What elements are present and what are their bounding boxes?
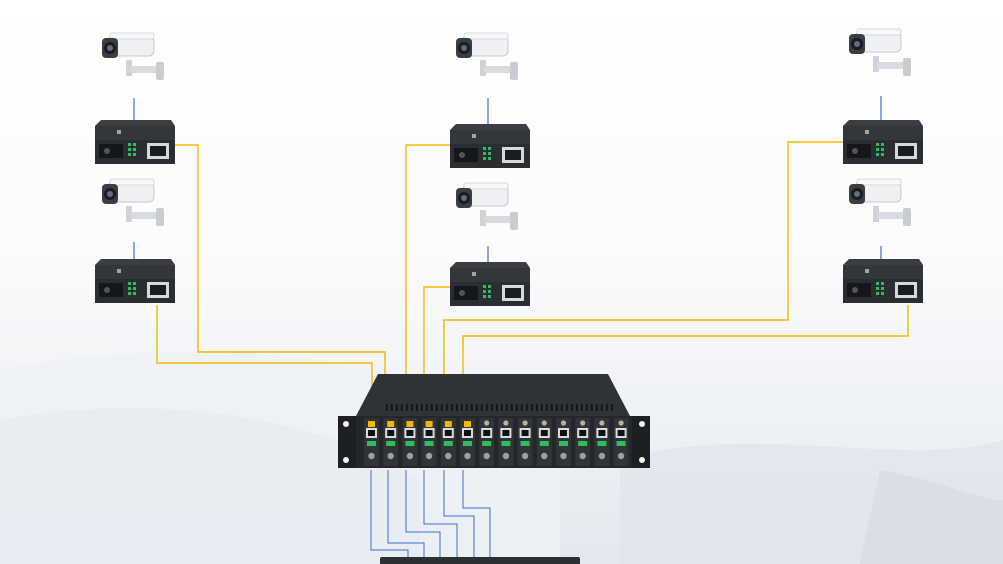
fiber-link-3	[405, 144, 451, 425]
ethernet-uplinks	[370, 470, 491, 564]
converter-4	[95, 259, 175, 303]
media-converter-icon	[450, 124, 530, 168]
media-converter-icon	[843, 259, 923, 303]
network-switch	[380, 557, 580, 564]
converter-5	[450, 262, 530, 306]
cctv-camera-icon	[456, 32, 518, 80]
media-converter-icon	[843, 120, 923, 164]
converter-6	[843, 259, 923, 303]
camera-6	[847, 176, 917, 228]
chassis-slot	[575, 418, 591, 466]
camera-5	[454, 180, 524, 232]
converter-1	[95, 120, 175, 164]
media-converter-icon	[95, 259, 175, 303]
chassis-slot	[421, 418, 437, 466]
rack-media-converter-chassis	[338, 374, 650, 469]
chassis-slot	[556, 418, 571, 466]
media-converter-icon	[95, 120, 175, 164]
chassis-slot	[383, 418, 399, 466]
converter-3	[843, 120, 923, 164]
media-converter-icon	[450, 262, 530, 306]
camera-4	[100, 176, 170, 228]
chassis-slot	[440, 418, 456, 466]
camera-drop-links	[133, 96, 882, 262]
chassis-slot	[613, 418, 629, 466]
cctv-camera-icon	[456, 182, 518, 230]
chassis-slot	[402, 418, 418, 466]
camera-2	[454, 30, 524, 82]
fiber-link-5	[443, 141, 843, 425]
chassis-slot	[364, 418, 379, 466]
camera-1	[100, 30, 170, 82]
chassis-slot	[594, 418, 610, 466]
cctv-camera-icon	[849, 178, 911, 226]
cctv-camera-icon	[849, 28, 911, 76]
chassis-slot	[460, 418, 475, 466]
cctv-camera-icon	[102, 178, 164, 226]
chassis-slot	[498, 418, 514, 466]
camera-3	[847, 26, 917, 78]
chassis-slot	[536, 418, 552, 466]
rack-media-converter-chassis-icon	[338, 374, 650, 468]
chassis-slot	[517, 418, 533, 466]
converter-2	[450, 124, 530, 168]
cctv-camera-icon	[102, 32, 164, 80]
chassis-slot	[479, 418, 495, 466]
